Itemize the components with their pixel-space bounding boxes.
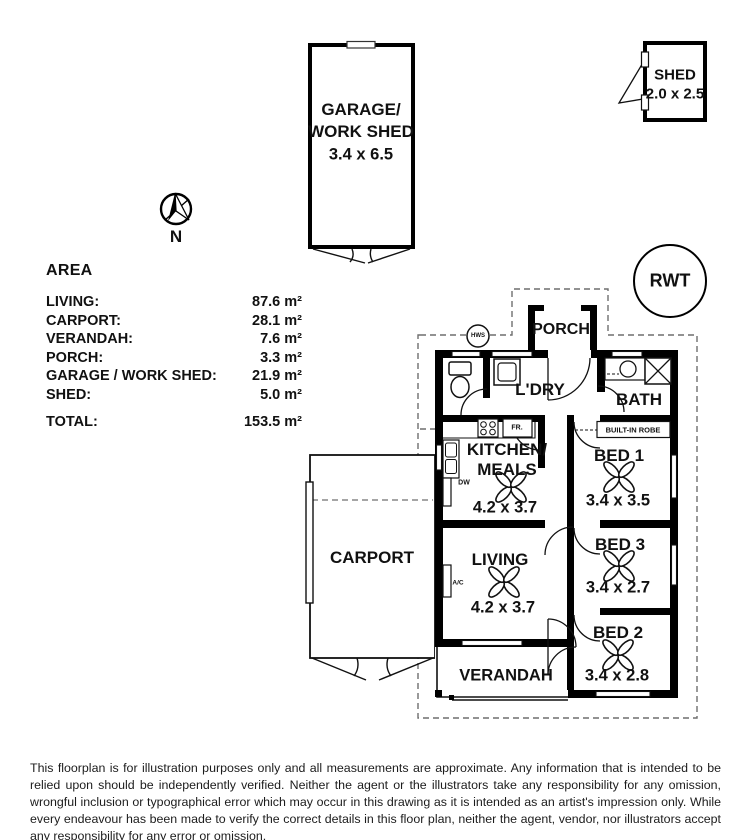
porch-floor xyxy=(528,305,597,350)
area-row-shed: SHED:5.0 m² xyxy=(46,386,302,403)
room-label-kitchen-line2: MEALS xyxy=(477,460,537,479)
area-table-title: AREA xyxy=(46,262,93,279)
area-row-garage: GARAGE / WORK SHED:21.9 m² xyxy=(46,368,302,385)
garage-label-line1: GARAGE/ xyxy=(321,100,401,119)
living-dims: 4.2 x 3.7 xyxy=(470,598,536,617)
compass-icon xyxy=(159,192,193,226)
room-label-living: LIVING xyxy=(471,550,529,569)
garage-dims: 3.4 x 6.5 xyxy=(328,145,394,164)
shed-label: SHED xyxy=(654,66,696,84)
garage-label-line2: WORK SHED xyxy=(308,122,414,141)
robe-label: BUILT-IN ROBE xyxy=(605,425,661,435)
hws-label: HWS xyxy=(471,333,485,339)
bed1-dims: 3.4 x 3.5 xyxy=(585,491,651,510)
fridge-label: FR. xyxy=(511,424,523,432)
disclaimer-text: This floorplan is for illustration purpo… xyxy=(30,761,721,840)
kitchen-dims: 4.2 x 3.7 xyxy=(472,498,538,517)
aircon-label: A/C xyxy=(452,579,464,587)
area-row-total: TOTAL:153.5 m² xyxy=(46,413,302,430)
area-row-carport: CARPORT:28.1 m² xyxy=(46,312,302,329)
windows xyxy=(435,350,678,698)
room-label-bed2: BED 2 xyxy=(592,623,644,642)
shed-dims: 2.0 x 2.5 xyxy=(645,85,705,103)
room-label-bath: BATH xyxy=(616,390,662,409)
compass-n-label: N xyxy=(169,227,183,246)
room-label-bed3: BED 3 xyxy=(594,535,646,554)
area-row-living: LIVING:87.6 m² xyxy=(46,294,302,310)
doors xyxy=(460,357,625,676)
area-row-porch: PORCH:3.3 m² xyxy=(46,349,302,366)
room-label-verandah: VERANDAH xyxy=(459,666,553,685)
area-table: AREA LIVING:87.6 m² CARPORT:28.1 m² VERA… xyxy=(46,262,302,431)
bed3-dims: 3.4 x 2.7 xyxy=(585,578,651,597)
fixtures xyxy=(442,324,672,598)
room-label-carport: CARPORT xyxy=(329,548,415,567)
carport-outline xyxy=(305,454,436,681)
bed2-dims: 3.4 x 2.8 xyxy=(584,666,650,685)
garage-outline xyxy=(308,40,415,264)
room-label-kitchen-line1: KITCHEN/ xyxy=(466,440,548,459)
area-row-verandah: VERANDAH:7.6 m² xyxy=(46,331,302,348)
room-label-bed1: BED 1 xyxy=(593,446,645,465)
room-label-laundry: L'DRY xyxy=(515,380,565,399)
rwt-tank xyxy=(633,244,707,318)
shed-outline xyxy=(617,41,707,122)
room-label-porch: PORCH xyxy=(532,321,590,338)
dishwasher-label: DW xyxy=(458,479,470,487)
rwt-label: RWT xyxy=(649,270,691,291)
